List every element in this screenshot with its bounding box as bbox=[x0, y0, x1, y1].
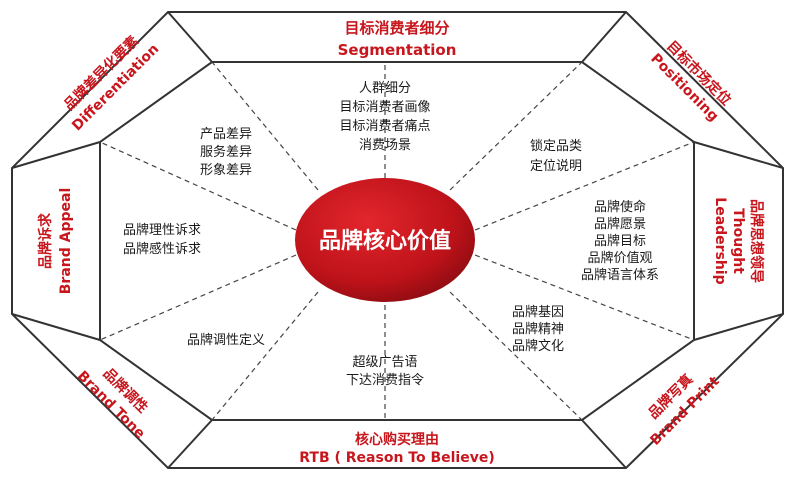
list-item: 形象差异 bbox=[200, 163, 252, 178]
segment-left-label-en: Brand Appeal bbox=[58, 188, 74, 295]
segment-top-right-items: 锁定品类 定位说明 bbox=[530, 138, 582, 174]
dashed-spokes bbox=[99, 61, 695, 421]
list-item: 品牌愿景 bbox=[594, 216, 646, 232]
segment-top-label-en: Segmentation bbox=[338, 41, 457, 59]
list-item: 品牌感性诉求 bbox=[123, 241, 201, 257]
segment-top-left-items: 产品差异 服务差异 形象差异 bbox=[200, 127, 252, 178]
segment-right-items: 品牌使命 品牌愿景 品牌目标 品牌价值观 品牌语言体系 bbox=[581, 199, 659, 283]
list-item: 品牌文化 bbox=[512, 338, 564, 354]
segment-bottom-label-cn: 核心购买理由 bbox=[355, 431, 439, 448]
list-item: 品牌理性诉求 bbox=[123, 222, 201, 238]
list-item: 品牌价值观 bbox=[587, 250, 652, 266]
list-item: 下达消费指令 bbox=[346, 373, 424, 388]
list-item: 品牌精神 bbox=[512, 321, 564, 337]
segment-right-label-cn: 品牌思想领导 bbox=[748, 199, 765, 283]
list-item: 服务差异 bbox=[200, 144, 252, 160]
segment-bottom-label: 核心购买理由 RTB ( Reason To Believe) bbox=[299, 431, 495, 466]
segment-left-items: 品牌理性诉求 品牌感性诉求 bbox=[123, 222, 201, 257]
list-item: 品牌使命 bbox=[594, 199, 646, 215]
list-item: 消费场景 bbox=[359, 138, 411, 153]
list-item: 品牌语言体系 bbox=[581, 267, 659, 283]
list-item: 品牌基因 bbox=[512, 304, 564, 320]
center-ellipse bbox=[295, 178, 475, 302]
segment-right-label-en-2: Leadership bbox=[712, 197, 728, 284]
segment-bottom-items: 超级广告语 下达消费指令 bbox=[346, 355, 424, 388]
segment-left-label: 品牌诉求 Brand Appeal bbox=[37, 188, 74, 295]
segment-right-label-en-1: Thought bbox=[730, 208, 746, 274]
segment-right-label: 品牌思想领导 Thought Leadership bbox=[712, 197, 765, 284]
segment-bottom-right-items: 品牌基因 品牌精神 品牌文化 bbox=[512, 304, 564, 354]
segment-top-label: 目标消费者细分 Segmentation bbox=[338, 19, 457, 59]
segment-bottom-label-en: RTB ( Reason To Believe) bbox=[299, 450, 495, 466]
list-item: 人群细分 bbox=[359, 81, 411, 96]
list-item: 定位说明 bbox=[530, 159, 582, 174]
list-item: 产品差异 bbox=[200, 127, 252, 142]
center-label: 品牌核心价值 bbox=[319, 228, 451, 254]
list-item: 超级广告语 bbox=[352, 355, 417, 370]
list-item: 锁定品类 bbox=[530, 138, 582, 154]
list-item: 品牌目标 bbox=[594, 233, 646, 249]
list-item: 目标消费者画像 bbox=[339, 100, 430, 115]
list-item: 品牌调性定义 bbox=[187, 332, 265, 348]
corner-connectors bbox=[11, 11, 784, 469]
segment-bottom-left-items: 品牌调性定义 bbox=[187, 332, 265, 348]
segment-top-items: 人群细分 目标消费者画像 目标消费者痛点 消费场景 bbox=[339, 81, 430, 153]
segment-top-label-cn: 目标消费者细分 bbox=[344, 19, 449, 37]
segment-left-label-cn: 品牌诉求 bbox=[37, 212, 54, 269]
list-item: 目标消费者痛点 bbox=[339, 118, 430, 134]
